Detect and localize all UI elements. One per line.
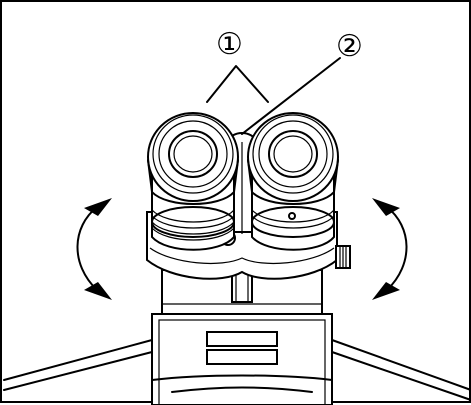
callout-label-2: ② <box>336 29 363 64</box>
base-plate <box>3 339 471 401</box>
callout-1-leaders <box>206 65 269 103</box>
left-rotation-arrow-icon <box>76 198 112 300</box>
right-eyepiece <box>247 112 339 251</box>
right-rotation-arrow-icon <box>372 198 408 300</box>
stand-body <box>151 313 333 405</box>
side-knob <box>335 245 351 269</box>
callout-2-leader <box>241 57 341 135</box>
callout-label-1: ① <box>216 27 243 62</box>
left-eyepiece <box>147 112 239 251</box>
